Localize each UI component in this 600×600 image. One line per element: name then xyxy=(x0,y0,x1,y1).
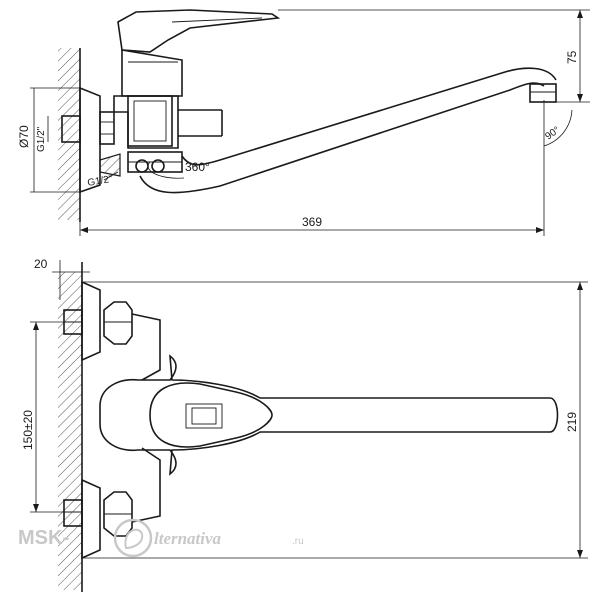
plan-view: 20 150±20 219 xyxy=(18,257,588,592)
lower-arm xyxy=(131,447,161,523)
swivel-bolt-2 xyxy=(151,159,165,173)
dim-label-369: 369 xyxy=(302,215,322,229)
angle-arc xyxy=(543,109,573,147)
watermark-brand-right: lternativa xyxy=(154,529,222,548)
dim-label-thread-small: G1/2" xyxy=(87,174,114,189)
wall-hatch-bottom xyxy=(58,272,82,590)
watermark: MSK- lternativa .ru xyxy=(18,518,304,558)
lever-window xyxy=(185,403,223,429)
wall-flange xyxy=(79,86,101,194)
spout-upper-edge xyxy=(181,67,557,166)
upper-body xyxy=(121,49,183,97)
lever-handle xyxy=(117,9,281,53)
dim-label-d70: Ø70 xyxy=(17,125,31,148)
dim-label-219: 219 xyxy=(565,412,579,432)
small-nut xyxy=(99,153,121,177)
watermark-a-logo xyxy=(113,518,153,558)
lower-flange xyxy=(81,478,101,560)
connector-nut xyxy=(99,111,115,145)
upper-nut xyxy=(103,301,133,345)
cartridge-housing xyxy=(127,95,173,147)
aerator xyxy=(529,83,557,103)
side-view: 75 90° 360° Ø70 G1/2" G1/2" 369 xyxy=(17,9,590,236)
dim-label-thread-top: G1/2" xyxy=(36,126,47,152)
inlet-pipe xyxy=(61,115,81,143)
wall-hatch-top xyxy=(58,48,80,220)
mixer-body xyxy=(113,95,179,149)
dim-label-75: 75 xyxy=(565,50,579,64)
body-and-spout-plan xyxy=(99,354,559,476)
watermark-domain: .ru xyxy=(292,536,304,547)
dim-label-20: 20 xyxy=(34,257,48,271)
watermark-brand-left: MSK- xyxy=(18,527,69,549)
lever-plan xyxy=(149,382,273,448)
lower-nut xyxy=(103,491,133,537)
dim-label-150: 150±20 xyxy=(21,410,35,450)
spout-lower-edge xyxy=(139,82,545,194)
upper-arm xyxy=(131,313,161,381)
dim-label-90: 90° xyxy=(543,125,562,143)
upper-flange xyxy=(81,280,101,362)
dim-label-360: 360° xyxy=(185,160,210,174)
